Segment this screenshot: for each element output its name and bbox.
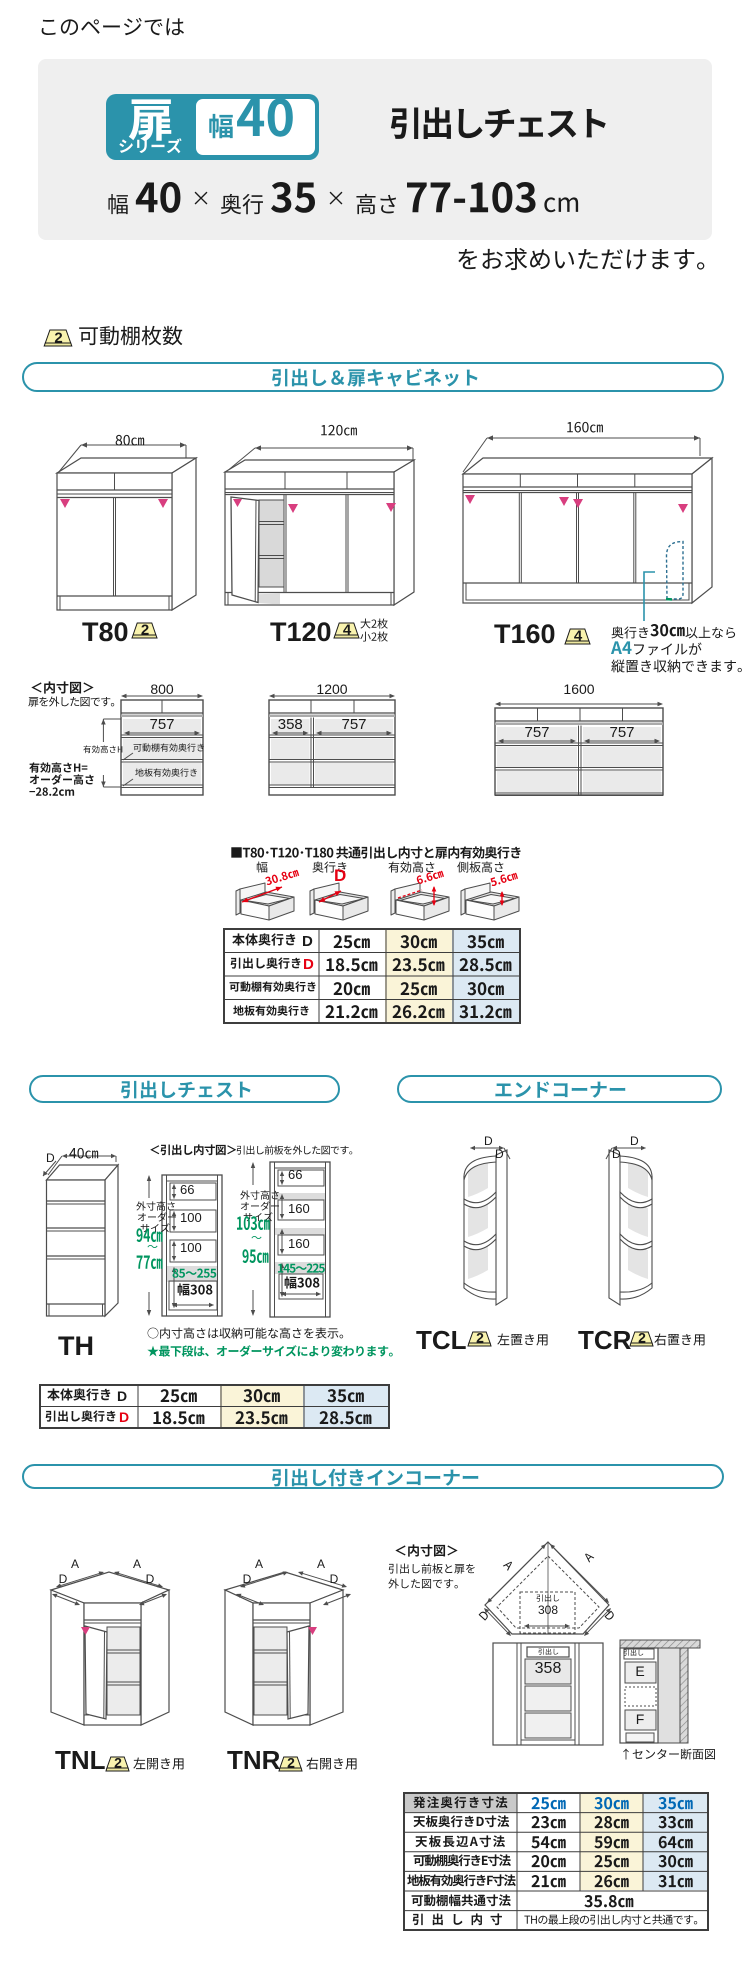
svg-text:2: 2 (114, 1756, 122, 1771)
svg-text:2: 2 (287, 1756, 295, 1771)
svg-text:2: 2 (476, 1331, 484, 1346)
svg-text:4: 4 (343, 622, 352, 639)
svg-text:2: 2 (638, 1331, 646, 1346)
svg-text:2: 2 (54, 330, 62, 347)
svg-text:2: 2 (141, 622, 149, 639)
svg-text:4: 4 (574, 628, 583, 645)
